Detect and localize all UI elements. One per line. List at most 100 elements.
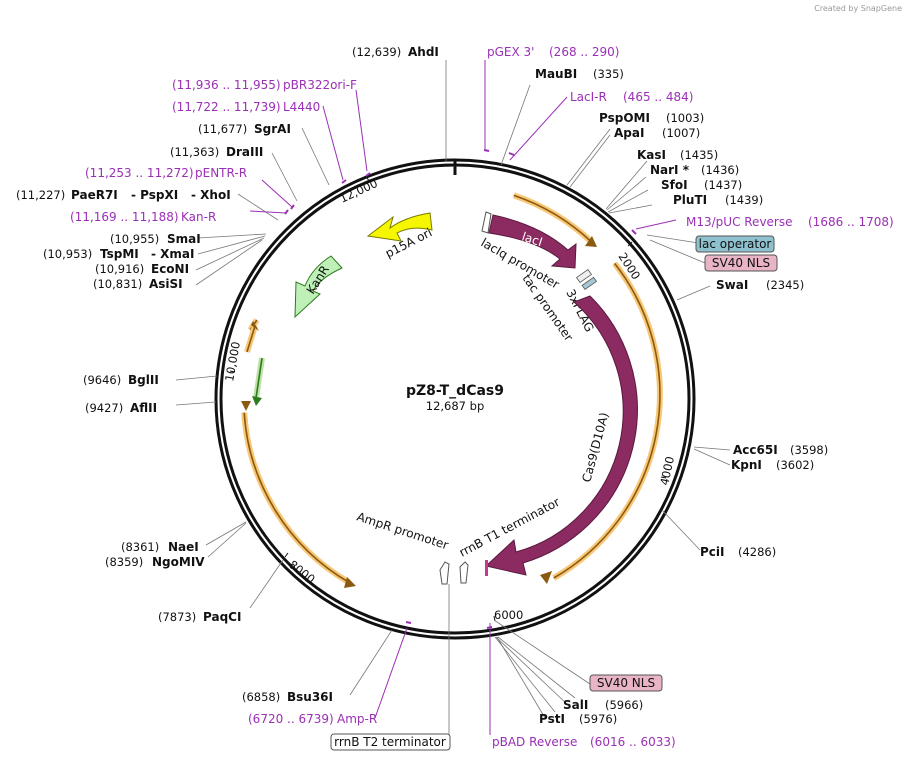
site-apai-pos: (1007) [662,126,700,140]
site-bsu36i: Bsu36I [287,690,333,704]
orf-arrowheads [241,236,597,588]
site-swai-pos: (2345) [766,278,804,292]
site-draiii-pos: (11,363) [170,145,219,159]
primer-kan-r-range: (11,169 .. 11,188) [70,210,179,224]
laciq-promoter-marker [481,211,492,234]
sv40-nls-top-label: SV40 NLS [712,256,770,270]
site-sfoi-pos: (1437) [704,178,742,192]
site-sgrai: SgrAI [254,122,291,136]
ampr-promoter-marker [439,561,450,585]
site-sali: SalI [563,698,588,712]
site-acc65i-pos: (3598) [790,443,828,457]
site-pspxi: - PspXI [131,188,178,202]
primer-pbr322-range: (11,936 .. 11,955) [172,78,281,92]
site-pspomi-pos: (1003) [666,111,704,125]
site-tspmi-pos: (10,953) [43,247,92,261]
site-tspmi: TspMI [100,247,139,261]
primer-laci-r-range: (465 .. 484) [623,90,693,104]
p15a-ori-feature [366,212,433,242]
primer-pgex3: pGEX 3' [487,45,534,59]
primer-m13-range: (1686 .. 1708) [808,215,894,229]
site-paqci-pos: (7873) [158,610,196,624]
primer-pbad: pBAD Reverse [492,735,577,749]
site-smai: SmaI [167,232,201,246]
site-xmai: - XmaI [151,247,194,261]
site-ahdi: AhdI [408,45,439,59]
site-kasi: KasI [637,148,666,162]
site-pluti-pos: (1439) [725,193,763,207]
watermark: Created by SnapGene [814,4,902,13]
tick-marks [229,177,667,622]
primer-amp-r: Amp-R [337,712,377,726]
primer-marks [284,149,637,629]
site-sfoi: SfoI [661,178,688,192]
laci-feature [488,214,577,269]
site-psti-pos: (5976) [579,712,617,726]
sv40-nls-top-box [704,254,778,272]
site-ngomiv: NgoMIV [152,555,205,569]
site-smai-pos: (10,955) [110,232,159,246]
flag-marker [581,276,598,291]
site-draiii: DraIII [226,145,263,159]
site-acc65i: Acc65I [733,443,778,457]
ampr-promoter-label: AmpR promoter [355,510,450,553]
cas9-label: Cas9(D10A) [579,411,611,484]
tick-10000: 10,000 [222,340,243,382]
tick-6000: 6000 [494,608,523,622]
site-psti: PstI [539,712,565,726]
site-paer7i: PaeR7I [71,188,118,202]
site-bglii-pos: (9646) [83,373,121,387]
primer-kan-r: Kan-R [181,210,216,224]
site-kasi-pos: (1435) [680,148,718,162]
lac-operator-box [695,235,775,253]
plasmid-name: pZ8-T_dCas9 [406,383,504,399]
primer-amp-r-range: (6720 .. 6739) [248,712,334,726]
site-ahdi-pos: (12,639) [352,45,401,59]
site-sali-pos: (5966) [605,698,643,712]
site-bsu36i-pos: (6858) [242,690,280,704]
site-xhoi: - XhoI [191,188,231,202]
rrnb-t2-box [330,733,451,751]
primer-pbr322: pBR322ori-F [283,78,357,92]
rrnb-t2-marker [459,561,469,584]
site-sgrai-pos: (11,677) [198,122,247,136]
laci-label: lacI [520,230,544,250]
tick-4000: 4000 [657,455,677,487]
site-naei-pos: (8361) [121,540,159,554]
site-pluti: PluTI [673,193,707,207]
site-aflii: AflII [130,401,157,415]
site-econi-pos: (10,916) [95,262,144,276]
sv40-nls-bottom-label: SV40 NLS [597,676,655,690]
site-naei: NaeI [168,540,199,554]
lac-operator-label: lac operator [699,237,772,251]
site-pspomi: PspOMI [599,111,650,125]
site-maubi: MauBI [535,67,577,81]
primer-laci-r: LacI-R [570,90,607,104]
site-asisi-pos: (10,831) [93,277,142,291]
orf-arcs [241,192,663,586]
site-pcli: PciI [700,545,725,559]
site-apai: ApaI [614,126,644,140]
site-kpni: KpnI [731,458,762,472]
primer-pgex3-range: (268 .. 290) [549,45,619,59]
cas9-feature [484,295,638,576]
rrnb-t1-marker [485,560,488,576]
site-nari: NarI * [650,163,690,177]
primer-pbad-range: (6016 .. 6033) [590,735,676,749]
site-nari-pos: (1436) [701,163,739,177]
rrnb-t2-label: rrnB T2 terminator [334,735,446,749]
sv40-nls-bottom-box [589,674,663,692]
primer-pentr-r-range: (11,253 .. 11,272) [85,166,194,180]
site-bglii: BglII [128,373,159,387]
site-econi: EcoNI [151,262,189,276]
site-leaders [175,60,731,735]
primer-m13: M13/pUC Reverse [686,215,793,229]
site-paer7i-pos: (11,227) [16,188,65,202]
primer-l4440-range: (11,722 .. 11,739) [172,100,281,114]
site-paqci: PaqCI [203,610,241,624]
site-maubi-pos: (335) [593,67,624,81]
site-kpni-pos: (3602) [776,458,814,472]
primer-leaders [249,60,677,735]
